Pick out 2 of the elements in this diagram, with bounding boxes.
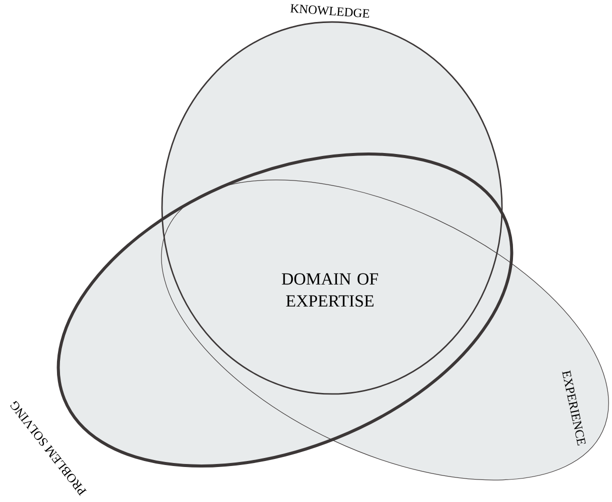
circle-label: KNOWLEDGE	[290, 4, 370, 18]
center-label: DOMAIN OF EXPERTISE	[282, 273, 378, 307]
